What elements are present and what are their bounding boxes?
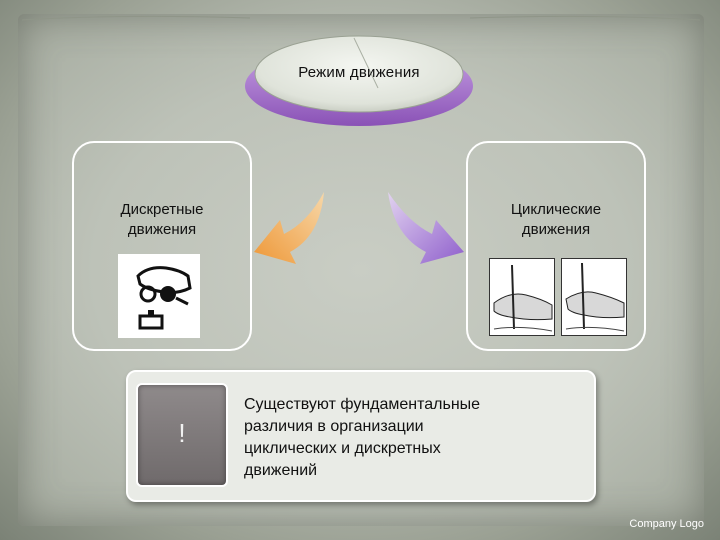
cyclic-movements-box (466, 141, 646, 351)
discrete-movements-label: Дискретные движения (72, 200, 252, 240)
title-oval (245, 35, 473, 126)
diagram-title: Режим движения (298, 64, 420, 81)
cyclic-label-line1: Циклические (510, 201, 602, 218)
cyclic-movements-label: Циклические движения (466, 200, 646, 240)
discrete-label-line1: Дискретные (120, 201, 204, 218)
company-logo: Company Logo (629, 518, 704, 530)
note-line-2: различия в организации (244, 418, 424, 435)
note-text: Существуют фундаментальные различия в ор… (244, 394, 584, 482)
hand-writing-image-2 (561, 258, 627, 336)
arrow-to-discrete-icon (254, 192, 324, 264)
exclamation-icon: ! (178, 418, 186, 448)
arrow-to-cyclic-icon (388, 192, 464, 264)
note-line-4: движений (244, 462, 318, 479)
discrete-label-line2: движения (127, 221, 197, 238)
cyclic-label-line2: движения (521, 221, 591, 238)
discrete-movements-box (72, 141, 252, 351)
hand-writing-image-1 (489, 258, 555, 336)
note-line-3: циклических и дискретных (244, 440, 441, 457)
exclamation-square (136, 383, 228, 487)
hand-pressing-button-image (118, 254, 200, 338)
note-line-1: Существуют фундаментальные (244, 396, 481, 413)
